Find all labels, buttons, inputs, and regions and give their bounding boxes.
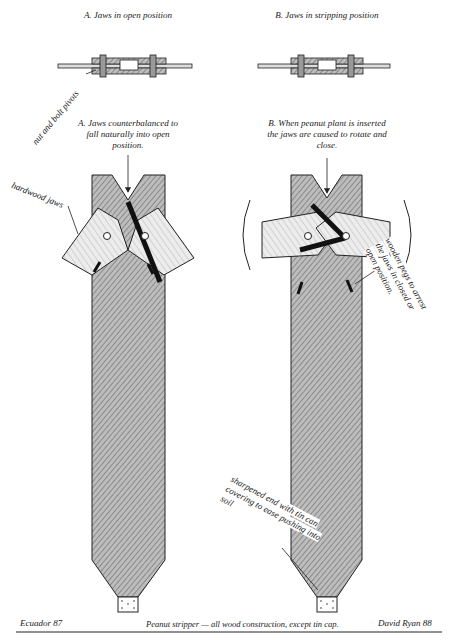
part-note: sharpened end with tin can covering to e…	[219, 474, 330, 554]
baseline-rule	[16, 632, 442, 633]
wooden-peg	[347, 280, 352, 292]
wooden-peg	[94, 262, 100, 272]
part-note: hardwood jaws	[10, 180, 65, 211]
rotation-arc	[243, 200, 250, 270]
leader-line	[355, 270, 376, 284]
tin-cap	[118, 597, 138, 612]
drawing-caption: Peanut stripper — all wood construction,…	[146, 619, 339, 630]
leader-line	[68, 206, 78, 234]
leader-line	[282, 548, 318, 590]
hardwood-jaw	[128, 208, 194, 275]
pointer-arrow	[128, 155, 129, 192]
chain-bar	[312, 205, 345, 238]
top-view-stripping	[258, 55, 390, 77]
leader-line	[86, 70, 96, 74]
chain-bar	[300, 238, 345, 250]
top-view-open	[58, 55, 192, 77]
place-date: Ecuador 87	[20, 618, 62, 629]
function-note: B. When peanut plant is inserted the jaw…	[266, 118, 388, 151]
wooden-peg	[148, 264, 153, 274]
part-note: nut and bolt pivots	[30, 88, 82, 147]
rotation-arc	[404, 200, 411, 270]
author-signature: David Ryan 88	[378, 618, 432, 629]
tin-cap	[317, 597, 337, 612]
part-note: wooden pegs to arrest the jaws in closed…	[363, 236, 435, 333]
wooden-peg	[298, 282, 302, 294]
stake-open	[62, 175, 194, 612]
chain-bar	[128, 202, 160, 282]
view-heading: A. Jaws in open position	[68, 10, 188, 21]
pointer-arrow	[327, 158, 328, 193]
view-heading: B. Jaws in stripping position	[262, 10, 392, 21]
function-note: A. Jaws counterbalanced to fall naturall…	[72, 118, 184, 151]
